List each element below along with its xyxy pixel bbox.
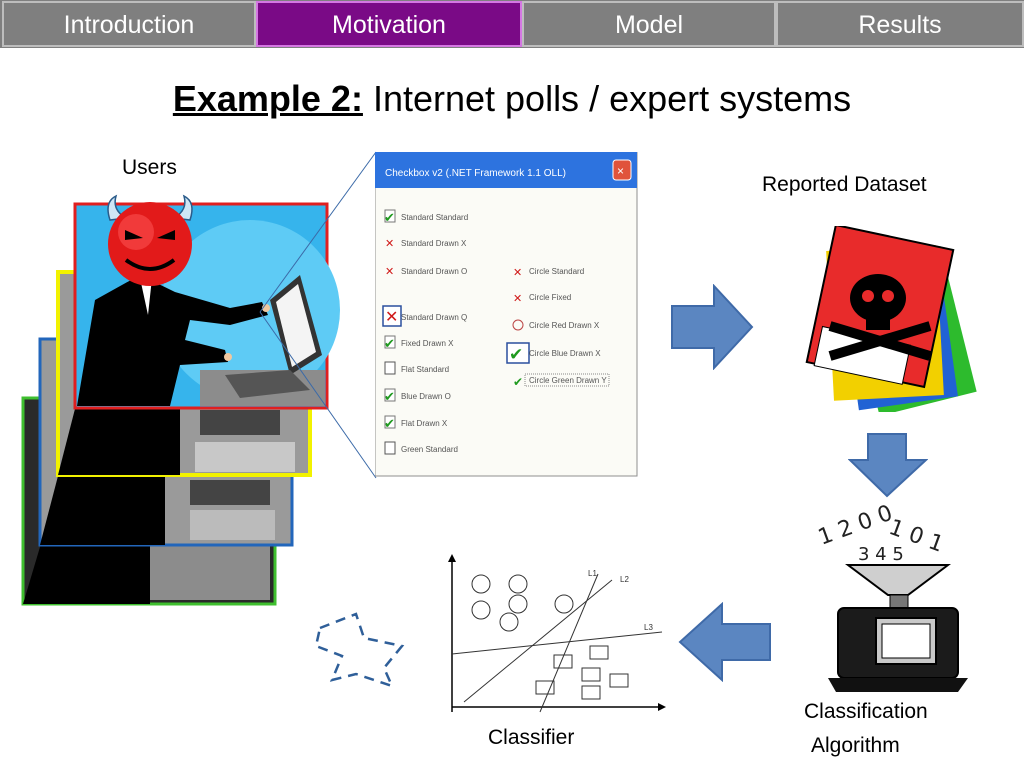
svg-text:Standard Drawn O: Standard Drawn O xyxy=(401,267,467,276)
computer-numbers-icon: 1 2 0 0 1 0 1 3 4 5 xyxy=(815,501,968,692)
checkbox-item: ✔ Blue Drawn O xyxy=(384,388,451,405)
classification-label-line2: Algorithm xyxy=(811,734,900,757)
section-nav-bar: Introduction Motivation Model Results xyxy=(0,0,1024,48)
svg-text:✔: ✔ xyxy=(384,390,395,405)
checkbox-window: Checkbox v2 (.NET Framework 1.1 OLL) × ✔… xyxy=(375,152,638,477)
svg-text:Circle Standard: Circle Standard xyxy=(529,267,584,276)
title-rest: Internet polls / expert systems xyxy=(362,78,852,119)
svg-text:Circle Green Drawn Y: Circle Green Drawn Y xyxy=(529,376,607,385)
radio-item: Circle Red Drawn X xyxy=(512,319,600,331)
checkbox-item: Green Standard xyxy=(384,441,458,455)
svg-text:Flat Standard: Flat Standard xyxy=(401,365,449,374)
svg-text:✔: ✔ xyxy=(513,375,523,389)
reported-dataset-label: Reported Dataset xyxy=(762,173,927,196)
devil-face-icon xyxy=(107,194,193,286)
svg-text:×: × xyxy=(617,164,624,178)
svg-text:Flat Drawn X: Flat Drawn X xyxy=(401,419,448,428)
users-label: Users xyxy=(122,156,177,179)
users-illustration xyxy=(21,194,340,606)
arrow-down-icon xyxy=(848,433,928,498)
svg-text:✔: ✔ xyxy=(384,337,395,352)
radio-item: ✕ Circle Fixed xyxy=(513,292,571,305)
user-card-red xyxy=(73,202,340,410)
line-label-l3: L3 xyxy=(644,623,653,632)
checkbox-item: ✔ Standard Standard xyxy=(384,209,468,226)
svg-text:3 4 5: 3 4 5 xyxy=(858,544,904,565)
dashed-shape-icon xyxy=(314,612,405,689)
floppy-disk-skull-icon xyxy=(805,226,977,412)
checkbox-item: ✔ Flat Drawn X xyxy=(384,415,448,432)
svg-text:Fixed Drawn X: Fixed Drawn X xyxy=(401,339,454,348)
svg-text:Blue Drawn O: Blue Drawn O xyxy=(401,392,451,401)
svg-text:✕: ✕ xyxy=(385,237,394,250)
svg-text:✕: ✕ xyxy=(385,265,394,278)
classifier-plot: L1 L2 L3 xyxy=(448,554,666,713)
window-title: Checkbox v2 (.NET Framework 1.1 OLL) xyxy=(385,168,566,179)
title-bold: Example 2: xyxy=(172,78,363,119)
svg-text:Green Standard: Green Standard xyxy=(401,445,458,454)
classification-label-line1: Classification xyxy=(804,700,928,723)
checkbox-item: Flat Standard xyxy=(384,361,449,375)
line-label-l2: L2 xyxy=(620,575,629,584)
slide-title: Example 2: Internet polls / expert syste… xyxy=(0,78,1024,120)
svg-text:Circle Fixed: Circle Fixed xyxy=(529,293,571,302)
tab-results[interactable]: Results xyxy=(776,1,1024,47)
checkbox-item: ✕ Standard Drawn O xyxy=(385,265,467,278)
svg-text:✕: ✕ xyxy=(385,307,398,326)
svg-text:Circle Red Drawn X: Circle Red Drawn X xyxy=(529,321,600,330)
svg-text:✕: ✕ xyxy=(513,292,522,305)
arrow-left-icon xyxy=(678,602,771,682)
line-label-l1: L1 xyxy=(588,569,597,578)
radio-item: ✔ Circle Green Drawn Y xyxy=(513,373,610,389)
arrow-right-icon xyxy=(671,284,754,370)
svg-text:✔: ✔ xyxy=(384,417,395,432)
tab-model[interactable]: Model xyxy=(522,1,776,47)
radio-item: ✕ Circle Standard xyxy=(513,266,584,279)
svg-text:Circle Blue Drawn X: Circle Blue Drawn X xyxy=(529,349,601,358)
svg-text:Standard Drawn X: Standard Drawn X xyxy=(401,239,467,248)
svg-text:✕: ✕ xyxy=(513,266,522,279)
checkbox-item: ✔ Fixed Drawn X xyxy=(384,335,454,352)
svg-text:Standard Drawn Q: Standard Drawn Q xyxy=(401,313,467,322)
checkbox-item: ✕Standard Drawn Q xyxy=(382,305,467,327)
radio-item: ✔ Circle Blue Drawn X xyxy=(506,342,601,365)
svg-text:✔: ✔ xyxy=(384,211,395,226)
classifier-label: Classifier xyxy=(488,726,575,749)
tab-introduction[interactable]: Introduction xyxy=(2,1,256,47)
tab-motivation[interactable]: Motivation xyxy=(256,1,522,47)
svg-text:✔: ✔ xyxy=(509,345,523,365)
svg-text:Standard Standard: Standard Standard xyxy=(401,213,468,222)
checkbox-item: ✕ Standard Drawn X xyxy=(385,237,467,250)
